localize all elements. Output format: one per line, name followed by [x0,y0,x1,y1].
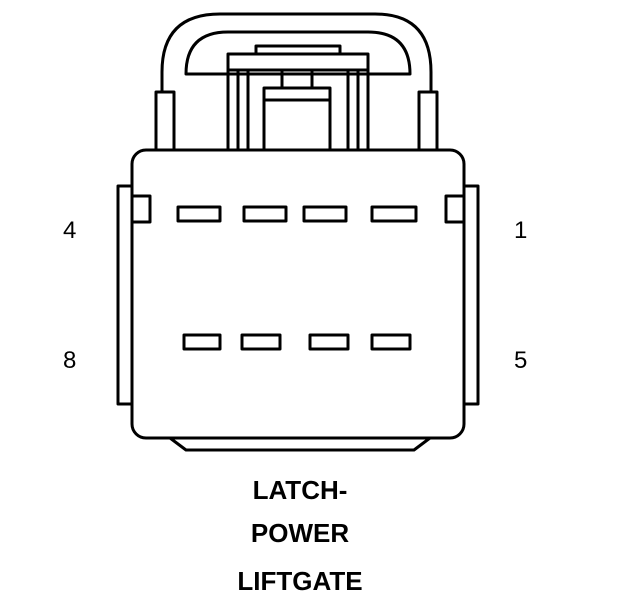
terminal-cavity-2 [302,205,348,223]
pin-label-4: 4 [63,217,77,244]
latch-plate [226,52,370,72]
latch-outer-arch [160,12,433,92]
center-lock-tab [262,86,332,152]
left-outer-post [154,90,176,152]
terminal-cavity-7 [240,333,282,351]
right-side-rib [462,184,480,406]
pin-label-5: 5 [514,347,528,374]
terminal-cavity-8 [182,333,222,351]
terminal-cavity-6 [308,333,350,351]
left-notch [132,194,152,224]
connector-body [130,148,466,440]
pin-label-1: 1 [514,217,528,244]
terminal-cavity-5 [370,333,412,351]
pin-label-8: 8 [63,347,77,374]
caption-line-1: LATCH- [252,475,348,505]
right-outer-post [417,90,439,152]
caption-line-2: POWER [250,518,350,548]
left-side-rib [116,184,134,406]
terminal-cavity-4 [176,205,222,223]
terminal-cavity-3 [242,205,288,223]
right-notch [444,194,464,224]
terminal-cavity-1 [370,205,418,223]
latch-plate-top [254,44,342,56]
latch-inner-arch [184,30,412,76]
center-lock-tab-inner [280,68,314,90]
caption-line-3: LIFTGATE [237,566,363,596]
bottom-skirt [169,436,431,452]
